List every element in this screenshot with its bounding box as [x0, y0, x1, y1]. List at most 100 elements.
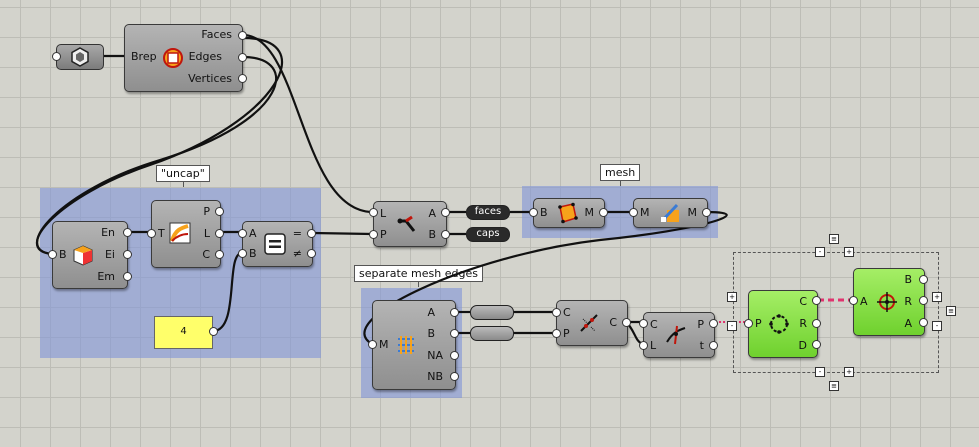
join-curves[interactable]: C P C — [556, 300, 628, 346]
a-output-label: A — [428, 207, 436, 220]
grip — [48, 250, 57, 259]
mesh-brep[interactable]: B M — [533, 198, 605, 228]
en-output-label: En — [101, 226, 115, 239]
grip — [450, 329, 459, 338]
list-item-uncap[interactable]: T P L C — [151, 200, 221, 268]
plus-icon: + — [934, 293, 940, 301]
minus-icon: - — [818, 368, 822, 376]
mesh-join[interactable]: M M — [633, 198, 708, 228]
plus-button-left[interactable]: + — [727, 292, 737, 302]
c-output-label: C — [202, 248, 210, 261]
menu-button-bottom[interactable]: ≡ — [829, 381, 839, 391]
mesh-edges[interactable]: M A B NA NB — [372, 300, 456, 390]
minus-button-bottom[interactable]: - — [815, 367, 825, 377]
grip — [215, 250, 224, 259]
grip — [123, 250, 132, 259]
list-item-icon — [169, 222, 191, 244]
plus-button-top[interactable]: + — [844, 247, 854, 257]
grip — [629, 208, 638, 217]
plus-icon: + — [846, 368, 852, 376]
b-output-label: B — [428, 228, 436, 241]
plus-button-right[interactable]: + — [932, 292, 942, 302]
grip — [622, 318, 631, 327]
minus-button-right[interactable]: - — [932, 321, 942, 331]
b-input-label: B — [59, 248, 67, 261]
grip — [709, 341, 718, 350]
relay-a[interactable] — [470, 305, 514, 320]
l-output-label: L — [203, 227, 210, 240]
relay-faces[interactable]: faces — [466, 205, 510, 220]
plus-icon: + — [729, 293, 735, 301]
grip — [919, 275, 928, 284]
p-input-label: P — [563, 327, 570, 340]
number-panel[interactable]: 4 — [154, 316, 213, 349]
brep-edges[interactable]: B En Ei Em — [52, 221, 128, 289]
separate-edges-icon — [398, 336, 414, 354]
b-output-label: B — [427, 327, 435, 340]
b-input-label: B — [249, 247, 257, 260]
circle-fit[interactable]: P C R D — [748, 290, 818, 358]
curve-closest-point[interactable]: C L P t — [643, 312, 715, 358]
r-output-label: R — [799, 317, 807, 330]
deconstruct-arc-icon — [877, 292, 897, 312]
m-output-label: M — [584, 206, 595, 219]
grip — [702, 208, 711, 217]
mesh-brep-icon — [558, 202, 578, 224]
a-output-label: A — [427, 306, 435, 319]
deconstruct-brep[interactable]: Brep Faces Edges Vertices — [124, 24, 243, 92]
relay-caps[interactable]: caps — [466, 227, 510, 242]
r-output-label: R — [904, 295, 912, 308]
plus-button-bottom[interactable]: + — [844, 367, 854, 377]
grip — [812, 296, 821, 305]
equality-icon — [264, 233, 286, 255]
minus-button-top[interactable]: - — [815, 247, 825, 257]
wire-eq-dispatch — [312, 231, 373, 236]
grip — [919, 318, 928, 327]
t-output-label: t — [699, 339, 704, 352]
grip — [123, 272, 132, 281]
relay-b[interactable] — [470, 326, 514, 341]
mesh-join-icon — [660, 203, 679, 223]
grip — [849, 296, 858, 305]
group-label-mesh: mesh — [600, 164, 641, 186]
faces-output-label: Faces — [201, 28, 232, 41]
p-output-label: P — [697, 318, 704, 331]
brep-edges-icon — [73, 245, 93, 266]
grip — [441, 208, 450, 217]
join-curves-icon — [580, 314, 598, 332]
grip — [147, 229, 156, 238]
menu-icon: ≡ — [831, 382, 837, 390]
neq-output-label: ≠ — [292, 247, 302, 260]
minus-icon: - — [935, 322, 939, 330]
grip — [450, 351, 459, 360]
menu-button-top[interactable]: ≡ — [829, 234, 839, 244]
deconstruct-arc[interactable]: A B R A — [853, 268, 925, 336]
equality[interactable]: A B = ≠ — [242, 221, 313, 267]
grip — [812, 340, 821, 349]
grip — [639, 341, 648, 350]
curve-closest-icon — [666, 325, 686, 345]
a-output-label: A — [904, 317, 912, 330]
d-output-label: D — [798, 339, 807, 352]
grip — [639, 319, 648, 328]
grip — [812, 319, 821, 328]
menu-button-right[interactable]: ≡ — [946, 306, 956, 316]
p-input-label: P — [755, 317, 762, 330]
dispatch[interactable]: L P A B — [373, 201, 447, 247]
grip — [238, 249, 247, 258]
panel-value: 4 — [180, 326, 187, 337]
relay-caps-label: caps — [476, 228, 500, 239]
c-input-label: C — [650, 318, 658, 331]
l-input-label: L — [380, 207, 387, 220]
grip — [441, 230, 450, 239]
t-input-label: T — [158, 227, 165, 240]
menu-icon: ≡ — [948, 307, 954, 315]
minus-icon: - — [730, 322, 734, 330]
c-output-label: C — [799, 295, 807, 308]
ei-output-label: Ei — [104, 248, 115, 261]
vertices-output-label: Vertices — [188, 72, 232, 85]
grip — [123, 228, 132, 237]
minus-button-left[interactable]: - — [727, 321, 737, 331]
brep-parameter[interactable] — [56, 44, 104, 70]
